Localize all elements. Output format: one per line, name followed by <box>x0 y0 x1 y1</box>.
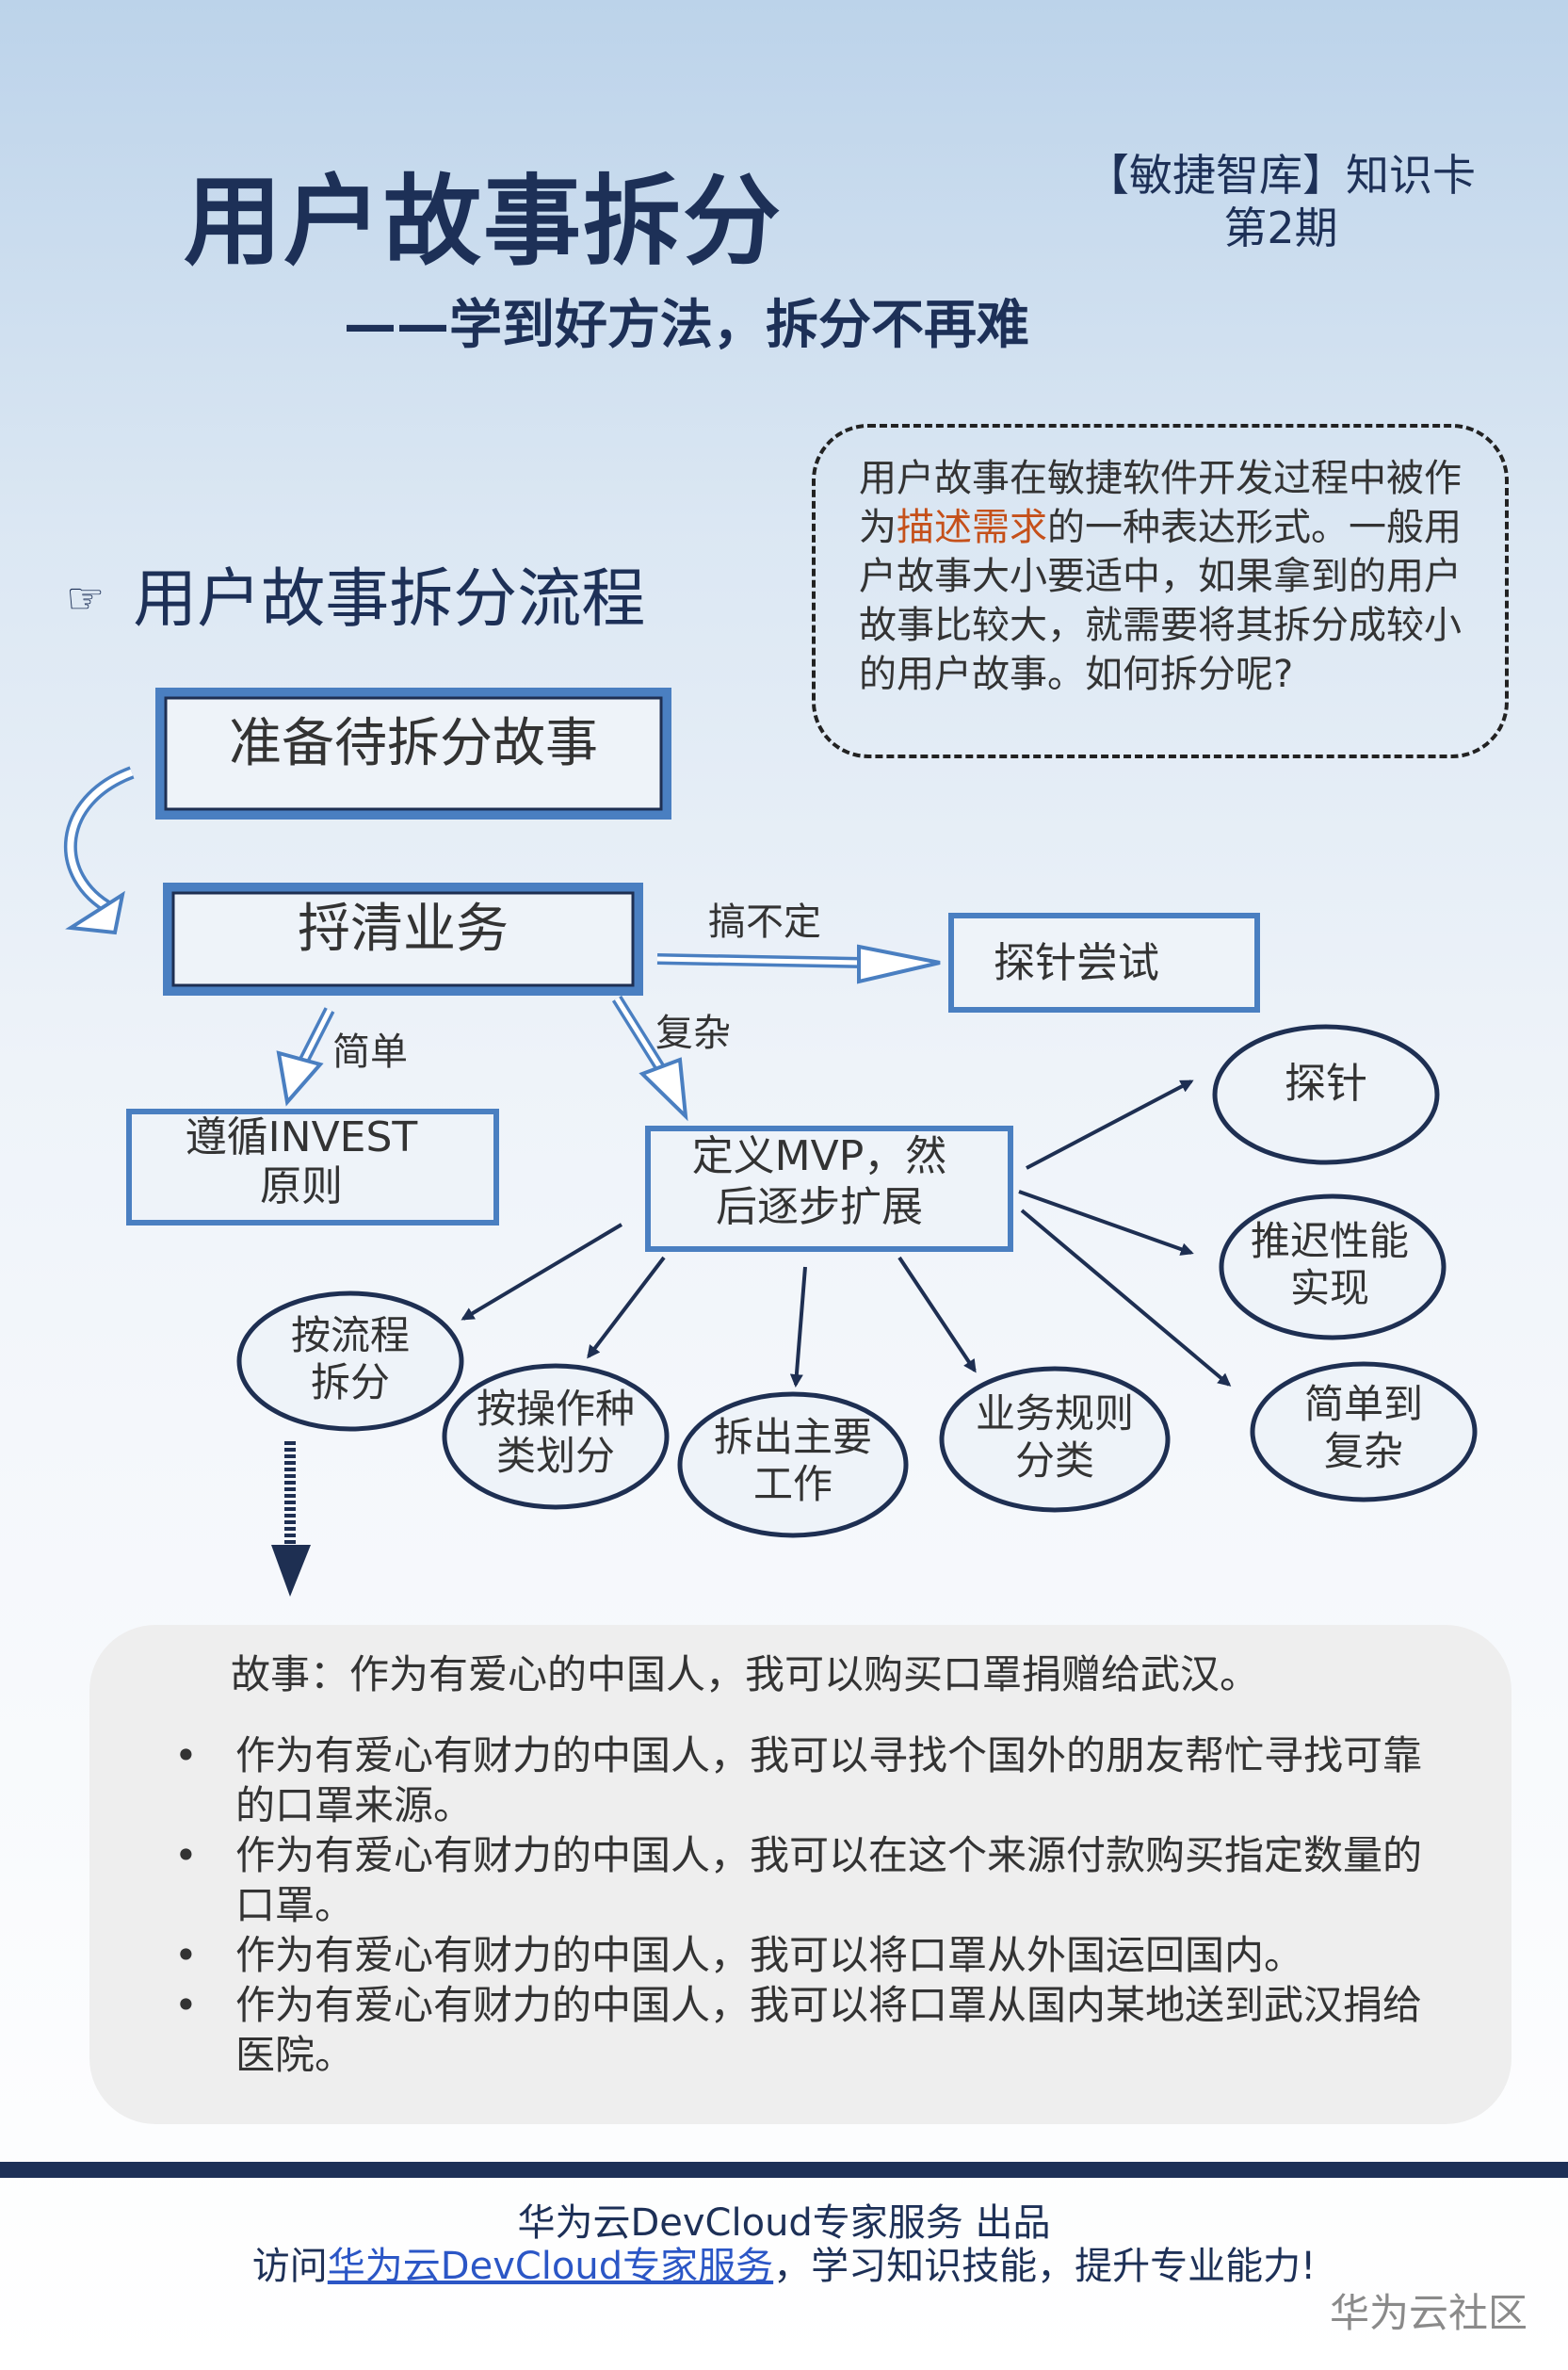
node-main-line1: 拆出主要 <box>714 1414 872 1460</box>
edge-unsure-label: 搞不定 <box>708 901 821 944</box>
node-spike: 探针 <box>1212 1024 1440 1165</box>
list-item: 作为有爱心有财力的中国人，我可以将口罩从外国运回国内。 <box>174 1930 1446 1980</box>
edge-mvp-operation <box>587 1256 666 1359</box>
footer-visit: 访问华为云DevCloud专家服务，学习知识技能，提升专业能力! <box>0 2235 1568 2290</box>
node-simple-line1: 简单到 <box>1304 1381 1423 1427</box>
node-mvp-line2: 后逐步扩展 <box>716 1183 923 1231</box>
story-split-list: 作为有爱心有财力的中国人，我可以寻找个国外的朋友帮忙寻找可靠的口罩来源。 作为有… <box>174 1730 1446 2080</box>
edge-mvp-simple <box>1020 1209 1232 1387</box>
mvp-edges <box>461 1079 1232 1388</box>
edge-simple: 简单 <box>276 1007 408 1107</box>
issue-series: 【敏捷智库】知识卡 <box>1086 150 1476 201</box>
node-defer-line2: 实现 <box>1290 1265 1369 1311</box>
node-simple-line2: 复杂 <box>1324 1428 1403 1474</box>
intro-text-after: 的一种表达形式。一般用户故事大小要适中，如果拿到的用户故事比较大，就需要将其拆分… <box>859 506 1462 696</box>
list-item: 作为有爱心有财力的中国人，我可以在这个来源付款购买指定数量的口罩。 <box>174 1830 1446 1930</box>
edge-simple-label: 简单 <box>332 1031 408 1074</box>
story-example-box: 故事：作为有爱心的中国人，我可以购买口罩捐赠给武汉。 作为有爱心有财力的中国人，… <box>89 1625 1511 2124</box>
edge-mvp-spike <box>1026 1079 1194 1170</box>
story-title: 故事：作为有爱心的中国人，我可以购买口罩捐赠给武汉。 <box>231 1651 1260 1697</box>
page-title: 用户故事拆分 <box>184 164 784 279</box>
node-simple-to-complex: 简单到 复杂 <box>1250 1361 1478 1502</box>
footer-visit-before: 访问 <box>251 2245 328 2288</box>
edge-mvp-process <box>461 1223 623 1321</box>
curved-arrow-prepare-to-clarify <box>63 766 135 935</box>
devcloud-expert-link[interactable]: 华为云DevCloud专家服务 <box>327 2245 774 2288</box>
node-defer-line1: 推迟性能 <box>1251 1218 1409 1264</box>
node-clarify-label: 捋清业务 <box>298 899 509 960</box>
edge-mvp-defer <box>1018 1190 1194 1256</box>
page-subtitle: ——学到好方法，拆分不再难 <box>344 295 1029 356</box>
node-invest-line2: 原则 <box>260 1162 343 1210</box>
list-item: 作为有爱心有财力的中国人，我可以将口罩从国内某地送到武汉捐给医院。 <box>174 1980 1446 2080</box>
flow-heading-label: 用户故事拆分流程 <box>133 562 646 637</box>
issue-label: 【敏捷智库】知识卡 第2期 <box>1074 149 1488 254</box>
intro-highlight: 描述需求 <box>897 506 1047 549</box>
intro-text-before: 用户故事在敏捷软件开发过程中被作为 <box>859 457 1462 549</box>
node-process-line2: 拆分 <box>311 1359 390 1405</box>
edge-mvp-rules <box>897 1256 977 1373</box>
edge-mvp-main <box>789 1266 807 1388</box>
node-mvp: 定义MVP，然 后逐步扩展 <box>645 1126 1013 1252</box>
node-process-line1: 按流程 <box>291 1312 410 1358</box>
edge-unsure: 搞不定 <box>656 901 941 984</box>
node-clarify-business: 捋清业务 <box>163 883 643 996</box>
node-rules-line1: 业务规则 <box>976 1390 1134 1437</box>
pointing-hand-icon: ☞ <box>66 573 105 624</box>
node-main-work: 拆出主要 工作 <box>677 1391 909 1538</box>
node-spike-label: 探针 <box>1285 1060 1367 1108</box>
footer-divider <box>0 2162 1568 2178</box>
node-by-process: 按流程 拆分 <box>236 1291 464 1432</box>
edge-complex-label: 复杂 <box>655 1012 731 1055</box>
node-by-operation: 按操作种 类划分 <box>442 1363 670 1510</box>
list-item: 作为有爱心有财力的中国人，我可以寻找个国外的朋友帮忙寻找可靠的口罩来源。 <box>174 1730 1446 1830</box>
node-main-line2: 工作 <box>753 1461 832 1507</box>
node-prepare-story: 准备待拆分故事 <box>155 688 671 820</box>
intro-callout: 用户故事在敏捷软件开发过程中被作为描述需求的一种表达形式。一般用户故事大小要适中… <box>812 424 1509 758</box>
node-operation-line2: 类划分 <box>496 1433 615 1479</box>
node-business-rules: 业务规则 分类 <box>939 1366 1171 1513</box>
edge-complex: 复杂 <box>611 995 731 1122</box>
node-mvp-line1: 定义MVP，然 <box>692 1132 947 1180</box>
node-spike-try: 探针尝试 <box>948 913 1260 1013</box>
node-prepare-label: 准备待拆分故事 <box>229 713 598 774</box>
node-operation-line1: 按操作种 <box>477 1386 635 1432</box>
footer-producer: 华为云DevCloud专家服务 出品 <box>517 2201 1051 2245</box>
footer-visit-after: ，学习知识技能，提升专业能力! <box>773 2245 1317 2288</box>
node-invest: 遵循INVEST 原则 <box>126 1109 499 1226</box>
down-arrow-to-story <box>271 1441 311 1597</box>
node-invest-line1: 遵循INVEST <box>186 1113 418 1161</box>
flow-heading: ☞ 用户故事拆分流程 <box>66 546 645 640</box>
community-watermark: 华为云社区 <box>1330 2290 1528 2336</box>
split-flow-diagram: 准备待拆分故事 捋清业务 搞不定 探针尝试 简单 复杂 遵循INVEST 原则 <box>63 688 1478 1597</box>
issue-number: 第2期 <box>1223 203 1338 253</box>
node-defer-performance: 推迟性能 实现 <box>1219 1193 1447 1340</box>
node-spike-try-label: 探针尝试 <box>994 939 1159 987</box>
node-rules-line2: 分类 <box>1015 1437 1094 1484</box>
